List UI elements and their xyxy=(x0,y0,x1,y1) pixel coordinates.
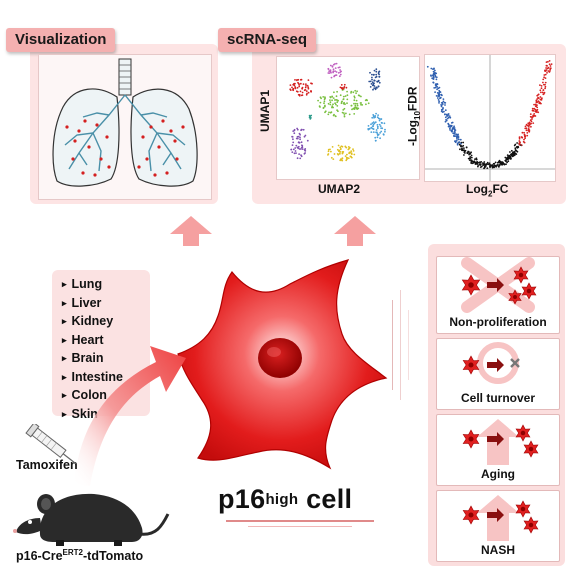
divider-line xyxy=(400,290,401,400)
visualization-tag: Visualization xyxy=(6,28,116,52)
phenotype-label-nonproliferation: Non-proliferation xyxy=(449,315,547,329)
lung-figure-frame xyxy=(38,54,212,200)
divider-line xyxy=(408,310,409,380)
lung-illustration xyxy=(52,58,198,187)
umap-ylabel: UMAP1 xyxy=(258,89,273,133)
turnover-graphic xyxy=(462,342,520,384)
mouse-strain-label: p16-CreERT2-tdTomato xyxy=(16,548,143,563)
strain-sup: ERT2 xyxy=(62,548,83,557)
organ-item-kidney: Kidney xyxy=(62,313,123,332)
cell-title-main: p16 xyxy=(218,484,266,514)
organ-item-colon: Colon xyxy=(62,387,123,406)
arrow-to-visualization xyxy=(170,216,212,246)
phenotype-card-turnover: Cell turnover xyxy=(436,338,560,410)
organ-list: Lung Liver Kidney Heart Brain Intestine … xyxy=(62,276,123,424)
volcano-xlabel: Log2FC xyxy=(466,182,508,198)
volcano-xlabel-suffix: FC xyxy=(492,182,509,196)
mouse-icon xyxy=(13,493,170,546)
tamoxifen-label: Tamoxifen xyxy=(16,458,78,472)
umap-clusters xyxy=(289,62,386,162)
nonproliferation-graphic xyxy=(461,257,537,313)
strain-suffix: -tdTomato xyxy=(83,549,144,564)
umap-xlabel: UMAP2 xyxy=(318,182,361,196)
aging-graphic xyxy=(462,419,539,465)
umap-plot xyxy=(276,56,420,180)
p16-high-cell xyxy=(177,259,388,470)
phenotype-label-nash: NASH xyxy=(480,543,515,557)
volcano-ylabel-suffix: FDR xyxy=(405,86,420,112)
volcano-ylabel-sub: 10 xyxy=(412,111,422,120)
organ-item-brain: Brain xyxy=(62,350,123,369)
phenotype-card-nonproliferation: Non-proliferation xyxy=(436,256,560,334)
organ-item-skin: Skin xyxy=(62,406,123,425)
phenotype-label-aging: Aging xyxy=(481,467,515,481)
volcano-xlabel-prefix: Log xyxy=(466,182,488,196)
title-underline xyxy=(226,520,374,522)
divider-line xyxy=(392,300,393,390)
phenotype-label-turnover: Cell turnover xyxy=(460,391,535,405)
organ-item-intestine: Intestine xyxy=(62,369,123,388)
strain-prefix: p16-Cre xyxy=(16,549,63,564)
organ-item-heart: Heart xyxy=(62,332,123,351)
phenotype-card-aging: Aging xyxy=(436,414,560,486)
volcano-plot xyxy=(424,54,556,182)
cell-title-tail: cell xyxy=(298,484,353,514)
phenotype-card-nash: NASH xyxy=(436,490,560,562)
volcano-xlabel-sub: 2 xyxy=(488,189,493,199)
volcano-ylabel-prefix: -Log xyxy=(405,119,420,146)
cell-title-sup: high xyxy=(265,491,299,508)
organ-item-liver: Liver xyxy=(62,295,123,314)
scrnaseq-tag: scRNA-seq xyxy=(218,28,317,52)
title-underline-2 xyxy=(248,526,352,527)
arrow-to-scrnaseq xyxy=(334,216,376,246)
organ-item-lung: Lung xyxy=(62,276,123,295)
cell-title: p16high cell xyxy=(218,484,352,515)
volcano-ylabel: -Log10FDR xyxy=(406,86,422,146)
arrow-mouse-to-cell xyxy=(74,346,186,486)
syringe-icon xyxy=(25,424,77,465)
volcano-points xyxy=(425,55,555,181)
nash-graphic xyxy=(462,495,539,541)
